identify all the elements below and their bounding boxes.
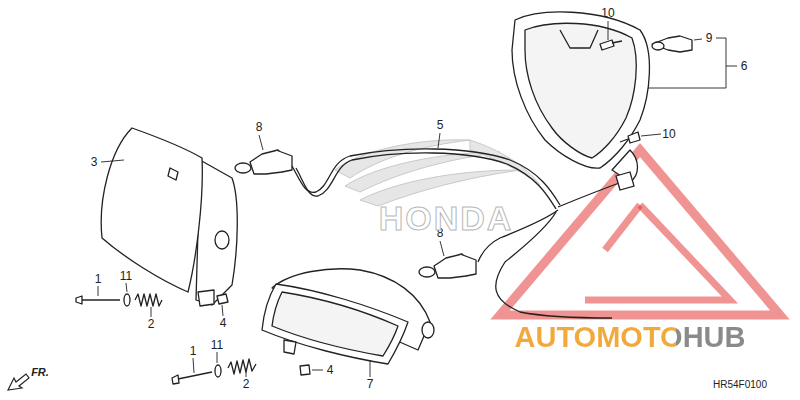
callout-number: 4: [327, 364, 334, 376]
callout-number: 9: [706, 32, 713, 44]
callout-number: 6: [741, 60, 748, 72]
callout-number: 2: [148, 318, 155, 330]
watermark-text: HONDA: [379, 201, 514, 235]
callout-number: 8: [256, 121, 263, 133]
front-arrow: [8, 374, 29, 390]
callout-number: 7: [367, 378, 374, 390]
callout-number: 2: [243, 378, 250, 390]
callout-number: 4: [220, 317, 227, 329]
callout-number: 5: [437, 119, 444, 131]
wire-harness: [292, 149, 634, 318]
direction-label: FR.: [31, 367, 49, 378]
callout-number: 10: [662, 128, 675, 140]
callout-number: 1: [190, 345, 197, 357]
callout-number: 10: [601, 7, 614, 19]
watermark-text: AUTOMOTOHUB: [515, 323, 746, 352]
callout-number: 11: [211, 339, 223, 351]
watermark-triangle: [500, 150, 780, 315]
callout-number: 3: [91, 156, 98, 168]
callout-number: 11: [120, 270, 132, 282]
diagram-code: HR54F0100: [713, 380, 767, 390]
callout-number: 1: [95, 273, 102, 285]
